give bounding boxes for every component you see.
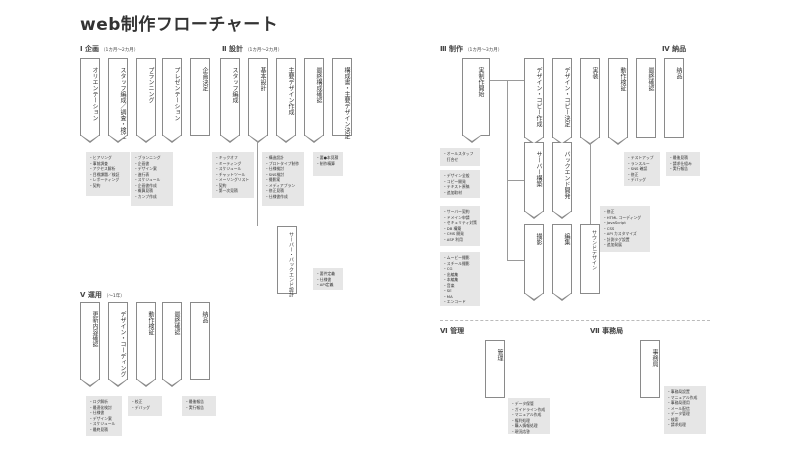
connector-line (507, 260, 524, 261)
step-implement: 実装 (580, 58, 600, 145)
note-management: ・データ保管・ガイドライン作成・マニュアル作成・権利処理・購入情報処理・現況応答 (508, 398, 550, 434)
note-basic-design: ・構造設計・プロトタイプ制作・仕様検討・SNS検討・撮影案・メディアプラン・修正… (262, 152, 304, 206)
step-backend-dev: バックエンド開発 (552, 142, 572, 219)
section-header-planning: Ⅰ 企画（1カ月〜2カ月） (80, 45, 139, 53)
step-delivery: 納品 (664, 58, 684, 138)
section-header-management: Ⅵ 管理 (440, 327, 465, 335)
section-divider (440, 320, 710, 321)
step-structure-decision: 構成書・主要デザイン決定 (332, 58, 352, 139)
step-management: 管理 (485, 340, 505, 398)
note-final-structure: ・要●本見積・制作精算 (313, 152, 343, 176)
step-final-check-5: 最終確認 (162, 302, 182, 387)
step-update-check: 更新内容確認 (80, 302, 100, 387)
note-office: ・事務局設置・マニュアル作成・事務局運用・メール配信・データ管理・検索・請求処理 (664, 386, 706, 434)
step-presentation: プレゼンテーション (162, 58, 182, 143)
step-operation-check: 動作検証 (608, 58, 628, 145)
step-staff-assign: スタッフ編成 (220, 58, 240, 143)
note-operation-check-5: ・校正・デバッグ (128, 396, 162, 416)
step-plan-decision: 企画決定 (190, 58, 210, 136)
note-planning: ・ブランニング・企画書・デザイン案・進行表・スケジュール・企画書作成・概算見積・… (131, 152, 173, 206)
step-delivery-5: 納品 (190, 302, 210, 380)
step-basic-design: 基本設計 (248, 58, 268, 143)
step-editing: 編集 (552, 224, 572, 301)
section-header-office: Ⅶ 事務局 (590, 327, 624, 335)
section-header-operation: Ⅴ 運用（〜1年） (80, 291, 125, 299)
step-server-backend: サーバー・バックエンド設計 (277, 226, 297, 297)
note-delivery: ・最後見積・請求仕組み・実行報告 (666, 152, 700, 176)
page-title: web制作フローチャート (80, 15, 279, 35)
connector-line (507, 80, 508, 260)
note-server-backend: ・要件定義・仕様書・API定義 (313, 268, 343, 290)
step-production-start: 実制作開始 (462, 58, 490, 143)
note-staff-assign: ・キックオフ・ミーティング・スケジュール・チャットツール・メーリングリスト・契約… (212, 152, 254, 198)
step-design-copy-decision: デザイン・コピー決定 (552, 58, 572, 145)
step-shooting: 撮影 (524, 224, 544, 301)
section-header-design: Ⅱ 設計（1カ月〜2カ月） (222, 45, 283, 53)
note-shooting: ・ムービー撮影・スチール撮影・CG・出編集・本編集・音楽・SE・MA・エンコード (440, 252, 480, 306)
connector-line (590, 138, 591, 224)
note-delivery-5: ・最後報告・実行報告 (182, 396, 216, 416)
step-orientation: オリエンテーション (80, 58, 100, 143)
step-sound-design: サウンドデザイン (580, 224, 600, 294)
section-header-production: Ⅲ 制作（1カ月〜3カ月） (440, 45, 503, 53)
section-header-delivery: Ⅳ 納品 (662, 45, 687, 53)
step-server-build: サーバー構築 (524, 142, 544, 219)
step-final-check: 最終確認 (636, 58, 656, 138)
step-design-coding: デザイン・コーディング (108, 302, 128, 387)
step-operation-check-5: 動作検証 (136, 302, 156, 387)
note-production-start: ・オールスタッフ 打合せ (440, 148, 480, 166)
step-design-copy: デザイン・コピー作成 (524, 58, 544, 145)
step-office: 事務局 (640, 340, 660, 398)
note-update-check: ・ログ解析・最適化検討・仕様書・デザイン案・スケジュール・最終見積 (86, 396, 122, 436)
note-implement: ・修正・HTML コーディング・JavaScript・CSS・API カスタマイ… (600, 206, 650, 252)
connector-line (507, 180, 524, 181)
step-final-structure: 最終構成確認 (304, 58, 324, 143)
connector-line (257, 136, 258, 226)
step-planning: プランニング (136, 58, 156, 143)
step-staff-research: スタッフ編成／調査・検証 (108, 58, 128, 143)
step-main-design: 主要デザイン作成 (276, 58, 296, 143)
note-orientation: ・ヒアリング・事前調査・アクセス解析・目標課題／検証・レポーティング・契約 (86, 152, 130, 196)
note-design: ・デザイン全般・コピー開発・テキスト原稿・追加取材 (440, 170, 480, 198)
note-server: ・サーバー契約・ドメイン申請・セキュリティ対策・DB 構築・CMS 開発・ASP… (440, 206, 480, 246)
note-operation-check: ・テストアップ・ランスルー・SNS 確認・修正・デバッグ (624, 152, 660, 186)
